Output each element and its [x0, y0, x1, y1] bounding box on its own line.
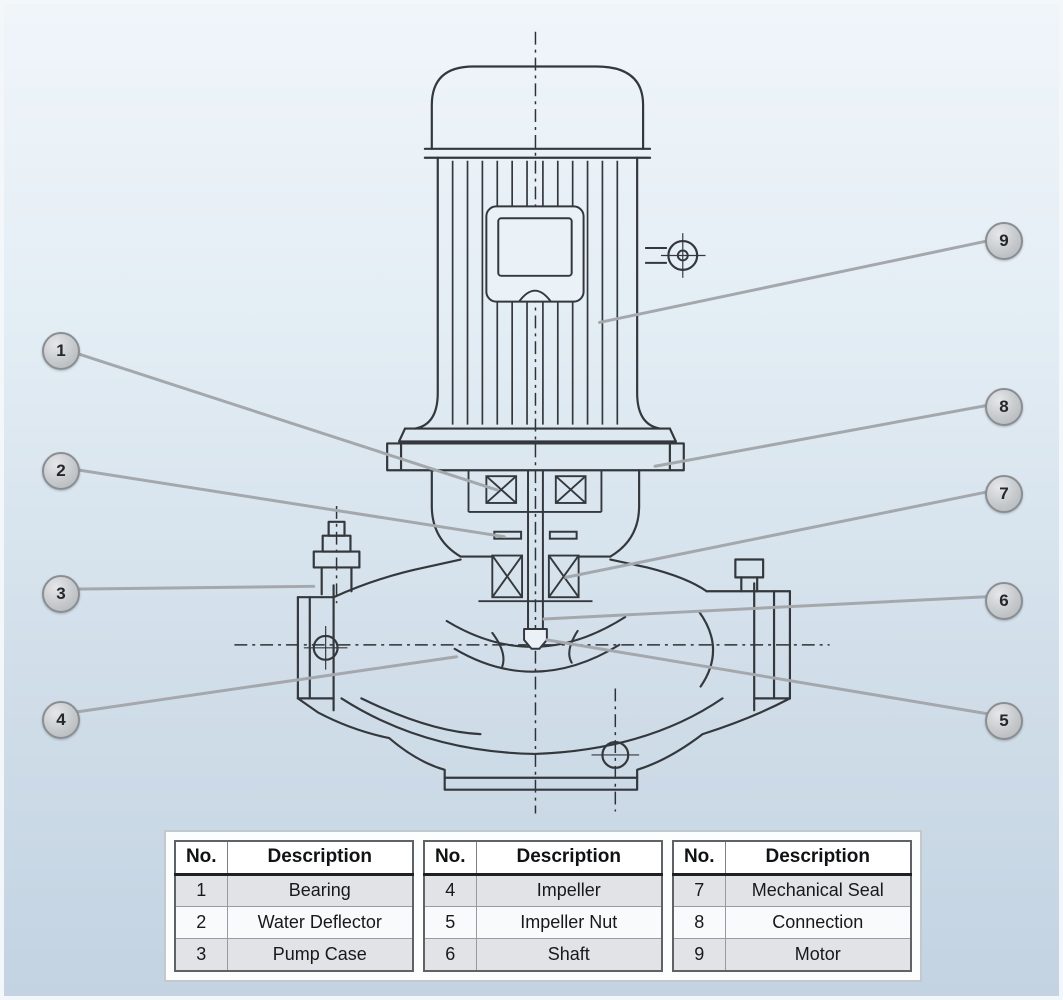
- part-no: 8: [672, 905, 726, 940]
- bearing-section: [467, 470, 603, 513]
- part-no: 1: [174, 873, 228, 907]
- bolt-crosshair-icons: [303, 625, 640, 769]
- table-row: 7 Mechanical Seal: [672, 873, 912, 907]
- part-no: 4: [423, 873, 477, 907]
- part-description: Impeller: [475, 873, 663, 907]
- col-header-no: No.: [174, 840, 228, 876]
- table-header-row: No. Description: [423, 840, 663, 876]
- table-row: 4 Impeller: [423, 873, 663, 907]
- table-row: 6 Shaft: [423, 938, 663, 972]
- shaft: [527, 470, 544, 629]
- col-header-description: Description: [475, 840, 663, 876]
- part-no: 6: [423, 938, 477, 972]
- callout-7: 7: [985, 475, 1023, 513]
- parts-table-1: No. Description 1 Bearing 2 Water Deflec…: [174, 840, 414, 972]
- motor-nameplate: [485, 205, 585, 303]
- connection-flange: [386, 442, 685, 472]
- callout-5: 5: [985, 702, 1023, 740]
- table-row: 1 Bearing: [174, 873, 414, 907]
- callout-6: 6: [985, 582, 1023, 620]
- table-row: 5 Impeller Nut: [423, 905, 663, 940]
- part-description: Mechanical Seal: [724, 873, 912, 907]
- part-description: Bearing: [226, 873, 414, 907]
- callout-4: 4: [42, 701, 80, 739]
- leader-lines: [59, 237, 998, 717]
- table-row: 3 Pump Case: [174, 938, 414, 972]
- pump-casing: [296, 520, 792, 791]
- part-description: Motor: [724, 938, 912, 972]
- parts-table-3: No. Description 7 Mechanical Seal 8 Conn…: [672, 840, 912, 972]
- part-no: 5: [423, 905, 477, 940]
- part-description: Shaft: [475, 938, 663, 972]
- part-no: 2: [174, 905, 228, 940]
- callout-8: 8: [985, 388, 1023, 426]
- callout-1: 1: [42, 332, 80, 370]
- lantern-bracket: [430, 469, 641, 558]
- col-header-no: No.: [423, 840, 477, 876]
- part-description: Connection: [724, 905, 912, 940]
- motor-outline: [397, 65, 677, 443]
- pump-cross-section-drawing: [59, 31, 998, 814]
- table-row: 9 Motor: [672, 938, 912, 972]
- part-no: 3: [174, 938, 228, 972]
- table-header-row: No. Description: [672, 840, 912, 876]
- part-description: Pump Case: [226, 938, 414, 972]
- col-header-description: Description: [226, 840, 414, 876]
- callout-2: 2: [42, 452, 80, 490]
- parts-table-panel: No. Description 1 Bearing 2 Water Deflec…: [164, 830, 922, 982]
- col-header-description: Description: [724, 840, 912, 876]
- lifting-eye-icon: [645, 233, 706, 278]
- part-no: 9: [672, 938, 726, 972]
- table-row: 8 Connection: [672, 905, 912, 940]
- centerlines: [234, 31, 830, 814]
- part-description: Water Deflector: [226, 905, 414, 940]
- impeller-nut: [523, 627, 548, 650]
- callout-9: 9: [985, 222, 1023, 260]
- mechanical-seal: [478, 554, 593, 603]
- table-row: 2 Water Deflector: [174, 905, 414, 940]
- part-no: 7: [672, 873, 726, 907]
- col-header-no: No.: [672, 840, 726, 876]
- callout-3: 3: [42, 575, 80, 613]
- part-description: Impeller Nut: [475, 905, 663, 940]
- motor-fins: [451, 160, 619, 425]
- parts-table-2: No. Description 4 Impeller 5 Impeller Nu…: [423, 840, 663, 972]
- table-header-row: No. Description: [174, 840, 414, 876]
